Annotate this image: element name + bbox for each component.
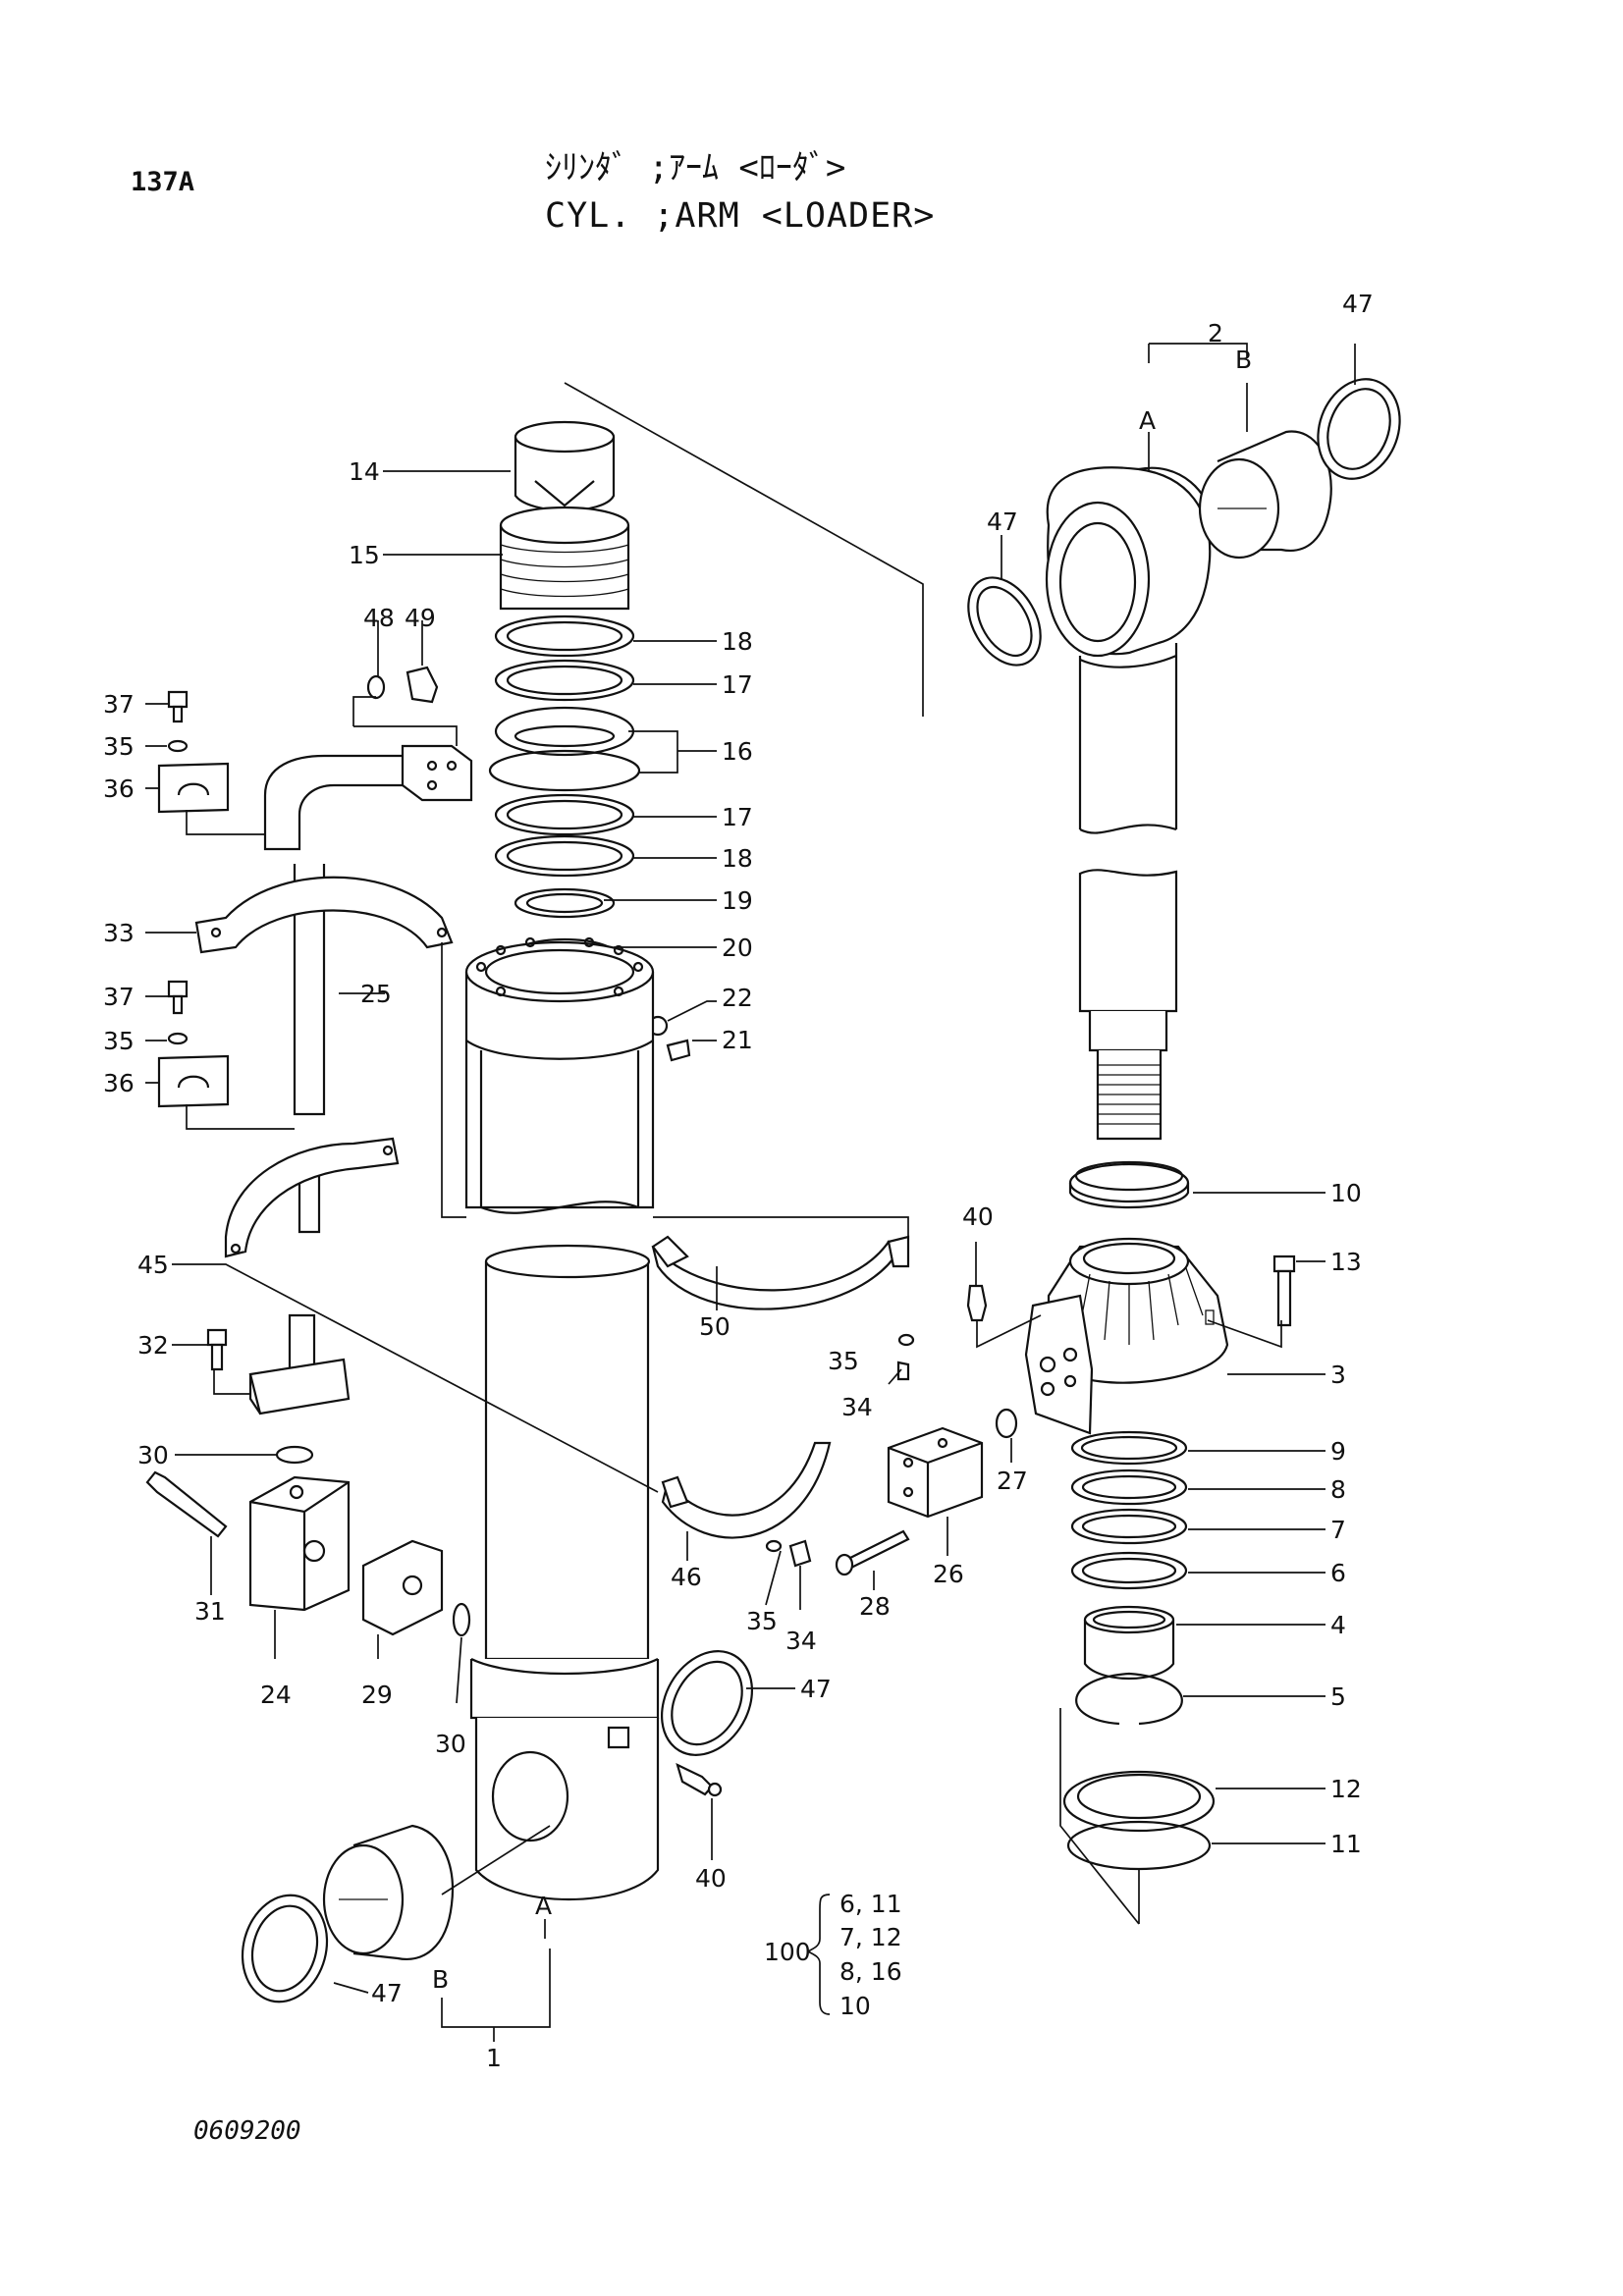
callout-18-upper: 18	[722, 627, 753, 656]
callout-26: 26	[933, 1560, 964, 1588]
callout-21: 21	[722, 1026, 753, 1054]
callout-12: 12	[1330, 1775, 1362, 1803]
kit-row-3: 8, 16	[839, 1957, 902, 1986]
callout-30-upper: 30	[137, 1441, 169, 1469]
callout-48: 48	[363, 604, 395, 632]
callout-50: 50	[699, 1312, 730, 1341]
callout-28: 28	[859, 1592, 891, 1621]
callout-9: 9	[1330, 1437, 1346, 1466]
callout-37-upper: 37	[103, 690, 135, 719]
diagram-title-english: CYL. ;ARM <LOADER>	[545, 196, 936, 236]
page-number: 137A	[131, 167, 195, 197]
callout-35-lower: 35	[746, 1607, 778, 1635]
callout-47-rod-eye: 47	[987, 507, 1018, 536]
callout-47-upper-right: 47	[1342, 290, 1374, 318]
callout-46: 46	[671, 1563, 702, 1591]
callout-31: 31	[194, 1597, 226, 1626]
callout-40-lower: 40	[695, 1864, 727, 1893]
leader-lines	[145, 343, 1356, 2042]
rod-eye-assembly	[967, 378, 1401, 834]
head-ring-10	[1068, 1160, 1190, 1209]
callout-29: 29	[361, 1681, 393, 1709]
callout-32: 32	[137, 1331, 169, 1360]
callout-47-right-of-tube: 47	[800, 1675, 832, 1703]
callout-13: 13	[1330, 1248, 1362, 1276]
callout-19: 19	[722, 886, 753, 915]
callout-10: 10	[1330, 1179, 1362, 1207]
kit-100-group: 100 6, 11 7, 12 8, 16 10	[764, 1890, 902, 2020]
callout-18-lower: 18	[722, 844, 753, 873]
callout-24: 24	[260, 1681, 292, 1709]
callout-20: 20	[722, 934, 753, 962]
pipe-assembly	[145, 666, 1296, 1637]
callout-30-lower: 30	[435, 1730, 466, 1758]
sub-label-a-upper: A	[1139, 406, 1156, 435]
callout-7: 7	[1330, 1516, 1346, 1544]
callout-36-upper: 36	[103, 774, 135, 803]
callout-49: 49	[405, 604, 436, 632]
kit-row-2: 7, 12	[839, 1923, 902, 1951]
callout-45: 45	[137, 1251, 169, 1279]
bottom-bushing-and-seal	[241, 1650, 754, 2003]
callout-35-upper: 35	[103, 732, 135, 761]
callout-1: 1	[486, 2044, 502, 2072]
callout-35-right: 35	[828, 1347, 859, 1375]
callout-47-lower-left: 47	[371, 1979, 403, 2007]
callout-11: 11	[1330, 1830, 1362, 1858]
callout-34-lower: 34	[785, 1627, 817, 1655]
callout-34-right: 34	[841, 1393, 873, 1421]
callout-37-lower: 37	[103, 983, 135, 1011]
callout-33: 33	[103, 919, 135, 947]
callout-40-upper: 40	[962, 1202, 994, 1231]
head-seals-stack	[1062, 1430, 1216, 1871]
callout-3: 3	[1330, 1361, 1346, 1389]
kit-row-4: 10	[839, 1992, 871, 2020]
callout-4: 4	[1330, 1611, 1346, 1639]
callout-27: 27	[997, 1467, 1028, 1495]
cylinder-head-3	[1024, 1237, 1229, 1435]
callout-15: 15	[349, 541, 380, 569]
cylinder-tube-1	[464, 936, 660, 1900]
sub-label-b-lower: B	[432, 1965, 449, 1994]
callout-numbers: 2 B A 47 47 14 15 18 17 16 17 18 19 20 2…	[103, 290, 1374, 2072]
callout-16: 16	[722, 737, 753, 766]
callout-22: 22	[722, 984, 753, 1012]
callout-25: 25	[360, 980, 392, 1008]
callout-17-upper: 17	[722, 670, 753, 699]
sub-label-b-upper: B	[1235, 346, 1252, 374]
sub-label-a-lower: A	[535, 1892, 552, 1920]
callout-6: 6	[1330, 1559, 1346, 1587]
callout-2: 2	[1208, 319, 1223, 347]
callout-17-lower: 17	[722, 803, 753, 831]
drawing-code: 0609200	[193, 2116, 301, 2146]
callout-5: 5	[1330, 1682, 1346, 1711]
callout-14: 14	[349, 457, 380, 486]
callout-36-lower: 36	[103, 1069, 135, 1097]
kit-number: 100	[764, 1938, 811, 1966]
piston-rod	[1078, 869, 1178, 1141]
diagram-title-japanese: ｼﾘﾝﾀﾞ ;ｱｰﾑ <ﾛｰﾀﾞ>	[545, 148, 846, 187]
kit-row-1: 6, 11	[839, 1890, 902, 1918]
callout-8: 8	[1330, 1475, 1346, 1504]
callout-35-lower: 35	[103, 1027, 135, 1055]
